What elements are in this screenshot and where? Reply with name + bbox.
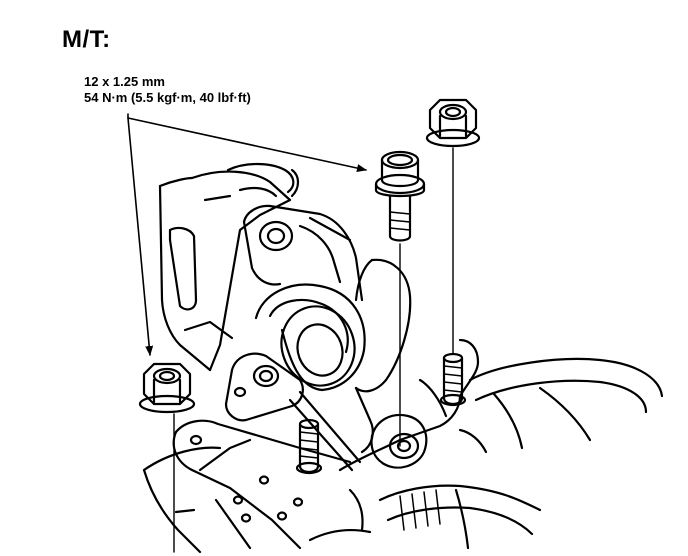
engine-mount-icon: [224, 204, 412, 472]
flange-nut-left-icon: [138, 362, 196, 414]
stud-right-icon: [439, 352, 467, 407]
lower-bracket-icon: [142, 338, 480, 550]
hose-icon: [308, 357, 664, 550]
flange-nut-top-icon: [425, 98, 481, 148]
lower-left-hose-icon: [142, 468, 202, 554]
frame-bracket-icon: [158, 162, 300, 372]
flange-bolt-icon: [374, 150, 426, 242]
bolt-size-label: 12 x 1.25 mm: [84, 74, 165, 89]
stud-left-icon: [295, 418, 323, 475]
diagram-title: M/T:: [62, 26, 111, 53]
torque-spec-label: 54 N·m (5.5 kgf·m, 40 lbf·ft): [84, 90, 251, 105]
install-guide-lines: [173, 147, 454, 553]
callout-leaders: [127, 113, 367, 356]
